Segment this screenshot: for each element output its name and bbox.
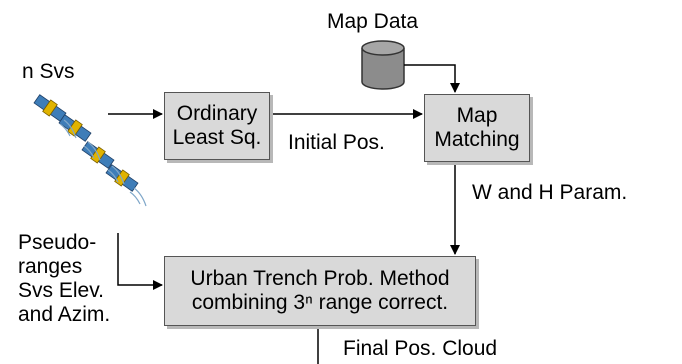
database-icon <box>361 40 405 90</box>
map-matching-line-1: Map <box>456 104 498 127</box>
initial-pos-label: Initial Pos. <box>288 131 385 154</box>
inputs-line-2: ranges <box>18 255 83 278</box>
urban-trench-line-1: Urban Trench Prob. Method <box>190 267 450 290</box>
urban-trench-box: Urban Trench Prob. Method combining 3ⁿ r… <box>164 256 476 326</box>
satellite-icons <box>33 94 147 207</box>
inputs-line-1: Pseudo- <box>18 231 97 254</box>
inputs-label: Pseudo- ranges Svs Elev. and Azim. <box>18 231 110 327</box>
w-h-param-label: W and H Param. <box>472 181 628 204</box>
n-svs-label: n Svs <box>22 60 75 83</box>
final-pos-label: Final Pos. Cloud <box>343 337 498 360</box>
ordinary-least-squares-box: Ordinary Least Sq. <box>164 92 270 160</box>
map-data-label: Map Data <box>327 10 419 33</box>
satellite-icon <box>33 94 67 122</box>
map-matching-line-2: Matching <box>434 128 520 151</box>
ols-line-2: Least Sq. <box>172 126 262 149</box>
connectors <box>108 64 460 364</box>
satellite-icon <box>58 114 92 142</box>
map-matching-box: Map Matching <box>424 94 530 162</box>
inputs-line-4: and Azim. <box>18 303 111 326</box>
inputs-line-3: Svs Elev. <box>18 279 104 302</box>
ols-line-1: Ordinary <box>176 102 258 125</box>
urban-trench-line-2: combining 3ⁿ range correct. <box>191 291 449 314</box>
